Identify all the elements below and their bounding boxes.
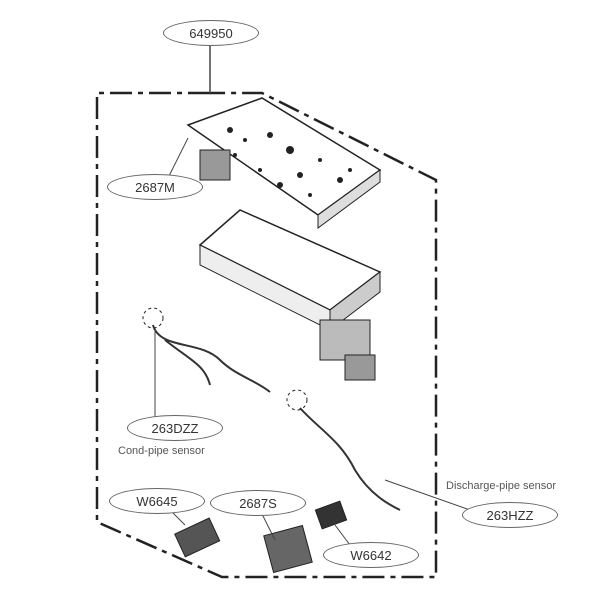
part-label-W6645: W6645 bbox=[109, 488, 205, 514]
discharge-pipe-sensor-wire bbox=[299, 407, 401, 511]
part-label-263DZZ: 263DZZ bbox=[127, 415, 223, 441]
control-box-drawing bbox=[198, 209, 382, 381]
part-label-2687S: 2687S bbox=[210, 490, 306, 516]
cond-pipe-sensor-wire bbox=[152, 324, 271, 393]
w6642-connector-drawing bbox=[314, 500, 348, 530]
cond-pipe-sensor-caption: Cond-pipe sensor bbox=[118, 445, 205, 457]
leader-2687M bbox=[167, 137, 189, 179]
part-label-2687M: 2687M bbox=[107, 174, 203, 200]
assembly-part-label: 649950 bbox=[163, 20, 259, 46]
2687S-board-drawing bbox=[263, 524, 313, 574]
part-label-263HZZ: 263HZZ bbox=[462, 502, 558, 528]
assembly-boundary bbox=[95, 91, 438, 579]
discharge-pipe-sensor-caption: Discharge-pipe sensor bbox=[446, 480, 557, 492]
leader-263HZZ bbox=[384, 479, 471, 511]
main-pcb-drawing bbox=[186, 97, 382, 229]
w6645-connector-drawing bbox=[174, 517, 221, 558]
part-label-W6642: W6642 bbox=[323, 542, 419, 568]
